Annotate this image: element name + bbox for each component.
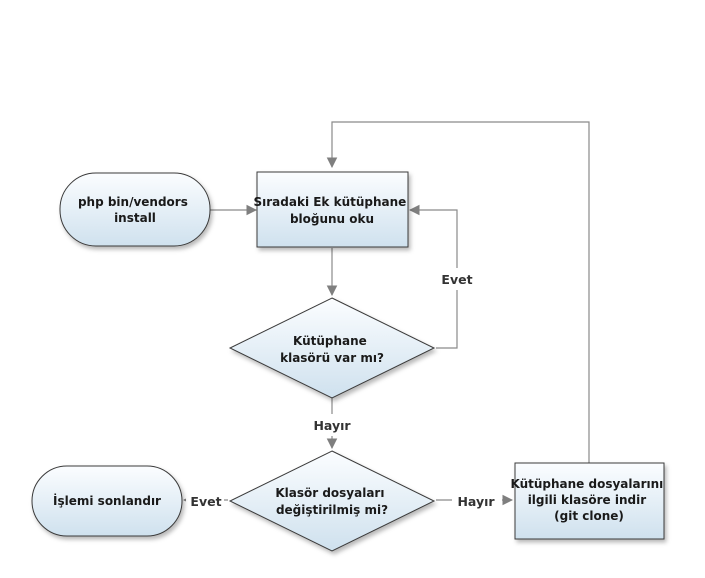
end-line-1: İşlemi sonlandır <box>53 493 161 508</box>
folder-exists-line-1: Kütüphane <box>293 334 367 348</box>
svg-text:Kütüphane klasörü var mı: Kütüphane klasörü var mı? <box>280 334 384 365</box>
svg-text:İşlemi sonlandır: İşlemi sonlandır <box>53 493 161 508</box>
node-read-block: Sıradaki Ek kütüphane bloğunu oku <box>254 171 411 248</box>
arrow-download-loop-back <box>326 121 590 463</box>
node-end: İşlemi sonlandır <box>31 465 183 537</box>
edge-label-changed-no: Hayır <box>457 494 495 509</box>
start-line-2: install <box>114 211 156 225</box>
edge-label-exists-no: Hayır <box>313 418 351 433</box>
node-start: php bin/vendors install <box>59 172 211 247</box>
edge-label-exists-yes: Evet <box>441 272 472 287</box>
files-changed-line-1: Klasör dosyaları <box>275 486 384 500</box>
download-line-2: ilgili klasöre indir <box>528 493 647 507</box>
read-block-line-1: Sıradaki Ek kütüphane <box>254 195 407 209</box>
svg-text:Klasör dosyaları değişti: Klasör dosyaları değiştirilmiş mi? <box>275 486 388 517</box>
files-changed-line-2: değiştirilmiş mi? <box>276 503 388 517</box>
edge-labels: Evet Hayır Evet Hayır <box>186 268 502 512</box>
node-download: Kütüphane dosyalarını ilgili klasöre ind… <box>511 462 668 540</box>
start-line-1: php bin/vendors <box>78 195 188 209</box>
node-folder-exists: Kütüphane klasörü var mı? <box>228 297 436 399</box>
download-line-3: (git clone) <box>554 509 624 523</box>
download-line-1: Kütüphane dosyalarını <box>511 477 664 491</box>
node-files-changed: Klasör dosyaları değiştirilmiş mi? <box>228 450 436 552</box>
svg-text:Sıradaki Ek kütüphane bl: Sıradaki Ek kütüphane bloğunu oku <box>254 195 411 226</box>
read-block-line-2: bloğunu oku <box>290 212 374 226</box>
folder-exists-line-2: klasörü var mı? <box>280 351 384 365</box>
svg-text:Kütüphane dosyalarını il: Kütüphane dosyalarını ilgili klasöre ind… <box>511 477 668 523</box>
edge-label-changed-yes: Evet <box>190 494 221 509</box>
svg-text:php bin/vendors install: php bin/vendors install <box>78 195 192 225</box>
